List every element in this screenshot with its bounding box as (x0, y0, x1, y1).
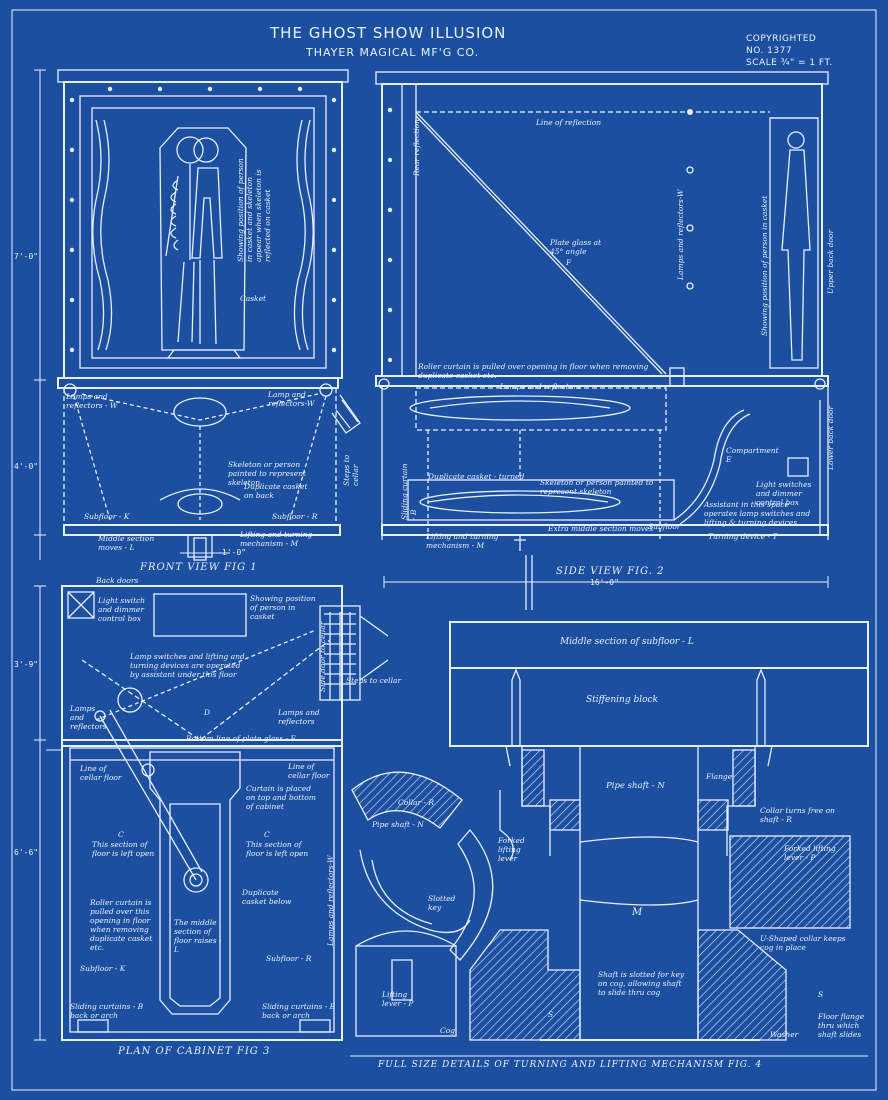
plan-middle-note: The middle section of floor raises - L (174, 918, 222, 954)
side-light-switches: Light switches and dimmer control box (756, 480, 812, 507)
detail-middle-section: Middle section of subfloor - L (560, 637, 694, 647)
front-middle-label: Middle section moves - L (98, 534, 155, 552)
plan-upper-dimension: 3'-9" (14, 660, 39, 669)
front-height-lower: 4'-0" (14, 462, 39, 471)
plan-light-switch: Light switch and dimmer control box (98, 596, 146, 623)
plan-d-label: D (204, 708, 211, 717)
side-rear-reflection: Rear reflection (412, 119, 421, 176)
side-skeleton-label: Skeleton or person painted to represent … (540, 478, 654, 496)
plan-open-right: This section of floor is left open (246, 840, 309, 858)
front-subfloor-k: Subfloor - K (84, 512, 130, 521)
detail-floor-flange: Floor flange thru which shaft slides (818, 1012, 865, 1039)
detail-m: M (632, 907, 643, 918)
side-lower-back-door: Lower back door (826, 405, 835, 470)
plan-subfloor-r: Subfloor - R (266, 954, 312, 963)
side-sliding-label: Sliding curtain - B (400, 463, 418, 520)
side-upper-back-door: Upper back door (826, 229, 835, 294)
plan-showing-label: Showing position of person in casket (250, 594, 316, 621)
side-lifting-label: Lifting and turning mechanism - M (426, 532, 499, 550)
plan-lamps-w: Lamps and reflectors-W (326, 855, 335, 946)
front-lamps-label: Lamps and reflectors - W (66, 392, 118, 410)
copyright-label: COPYRIGHTED (746, 34, 817, 44)
detail-pipe-shaft-n: Pipe shaft - N (372, 820, 424, 829)
details-caption: FULL SIZE DETAILS OF TURNING AND LIFTING… (378, 1060, 763, 1070)
plan-sliding-right: Sliding curtains - B back or arch (262, 1002, 336, 1020)
side-line-label: Line of reflection (536, 118, 602, 127)
front-view (34, 69, 361, 561)
front-subfloor-r: Subfloor - R (272, 512, 318, 521)
scale-label: SCALE ¾" = 1 FT. (746, 58, 833, 68)
plan-open-left: This section of floor is left open (92, 840, 155, 858)
front-width: 1'-0" (222, 548, 247, 557)
side-f-label: F (566, 258, 572, 267)
plan-line-glass: Line of cellar floor (288, 762, 330, 780)
side-lamps-label: Lamps and reflectors (500, 382, 581, 391)
detail-flange: Flange (706, 772, 733, 781)
side-subfloor-label: Subfloor (648, 522, 681, 531)
front-steps-label: Steps to cellar (342, 454, 360, 486)
side-view-caption: SIDE VIEW FIG. 2 (556, 566, 665, 577)
side-lamps-reflectors: Lamps and reflectors-W (676, 189, 685, 280)
drawing-title: THE GHOST SHOW ILLUSION (270, 24, 507, 42)
side-roller-label: Roller curtain is pulled over opening in… (418, 362, 649, 380)
side-middle-label: Extra middle section moves (548, 524, 654, 533)
plan-sliding-left: Sliding curtains - B back or arch (70, 1002, 144, 1020)
detail-shaft-note: Shaft is slotted for key on cog, allowin… (598, 970, 685, 997)
plan-bottom-line: Bottom line of plate glass - F (186, 734, 296, 743)
front-showing-note: Showing position of person in casket and… (236, 158, 272, 262)
side-turning-label: Turning device - T (708, 532, 778, 541)
mechanism-detail (350, 621, 869, 1057)
side-compartment: Compartment E (726, 446, 779, 464)
plan-c-left: C (118, 830, 124, 839)
plan-lamp-switches: Lamp switches and lifting and turning de… (130, 652, 245, 679)
plan-duplicate-label: Duplicate casket below (242, 888, 292, 906)
front-lamps-right-label: Lamp and reflectors-W (268, 390, 315, 408)
company-name: THAYER MAGICAL MF'G CO. (306, 46, 480, 59)
plan-c-right: C (264, 830, 270, 839)
front-height-upper: 7'-0" (14, 252, 39, 261)
plan-caption: PLAN OF CABINET FIG 3 (118, 1046, 271, 1057)
front-duplicate-label: Duplicate casket on back (244, 482, 308, 500)
side-duplicate-label: Duplicate casket - turned (428, 472, 525, 481)
sheet-border (11, 9, 877, 1091)
detail-collar: Collar - R (398, 798, 435, 807)
detail-u-collar: U-Shaped collar keeps cog in place (760, 934, 846, 952)
copyright-number: NO. 1377 (746, 46, 793, 56)
detail-slotted: Slotted key (428, 894, 456, 912)
detail-s: S (548, 1010, 554, 1019)
detail-lifting: Lifting lever - P (382, 990, 414, 1008)
plan-subfloor-k: Subfloor - K (80, 964, 126, 973)
plan-side-door: Side door to cellar (318, 621, 327, 692)
plan-lamps-right: Lamps and reflectors (278, 708, 320, 726)
side-length: 16'-0" (590, 578, 619, 587)
detail-s2: S (818, 990, 824, 999)
side-assistant-note: Assistant in this space operates lamp sw… (704, 500, 811, 527)
detail-cog: Cog (440, 1026, 456, 1035)
plan-of-cabinet (34, 585, 389, 1041)
front-view-caption: FRONT VIEW FIG 1 (140, 562, 258, 573)
plan-roller-note: Roller curtain is pulled over this openi… (90, 898, 153, 952)
plan-lower-dimension: 6'-6" (14, 848, 39, 857)
front-lifting-label: Lifting and turning mechanism - M (240, 530, 313, 548)
detail-forked-p: Forked lifting lever - P (784, 844, 836, 862)
plan-steps-label: Steps to cellar (346, 676, 402, 685)
detail-forked: Forked lifting lever (498, 836, 525, 863)
detail-washer: Washer (770, 1030, 799, 1039)
front-casket-label: Casket (240, 294, 267, 303)
side-person-label: Showing position of person in casket (760, 195, 769, 336)
plan-curtain-note: Curtain is placed on top and bottom of c… (246, 784, 316, 811)
detail-pipe-shaft: Pipe shaft - N (606, 781, 665, 791)
side-plate-glass: Plate glass at 45° angle (550, 238, 601, 256)
detail-stiffening: Stiffening block (586, 695, 659, 705)
plan-line-floor: Line of cellar floor (80, 764, 122, 782)
side-view (375, 71, 829, 610)
detail-collar-free: Collar turns free on shaft - R (760, 806, 835, 824)
plan-lamps-left: Lamps and reflectors (70, 704, 107, 731)
front-skeleton-label: Skeleton or person painted to represent … (228, 460, 307, 487)
plan-back-doors: Back doors (96, 576, 139, 585)
